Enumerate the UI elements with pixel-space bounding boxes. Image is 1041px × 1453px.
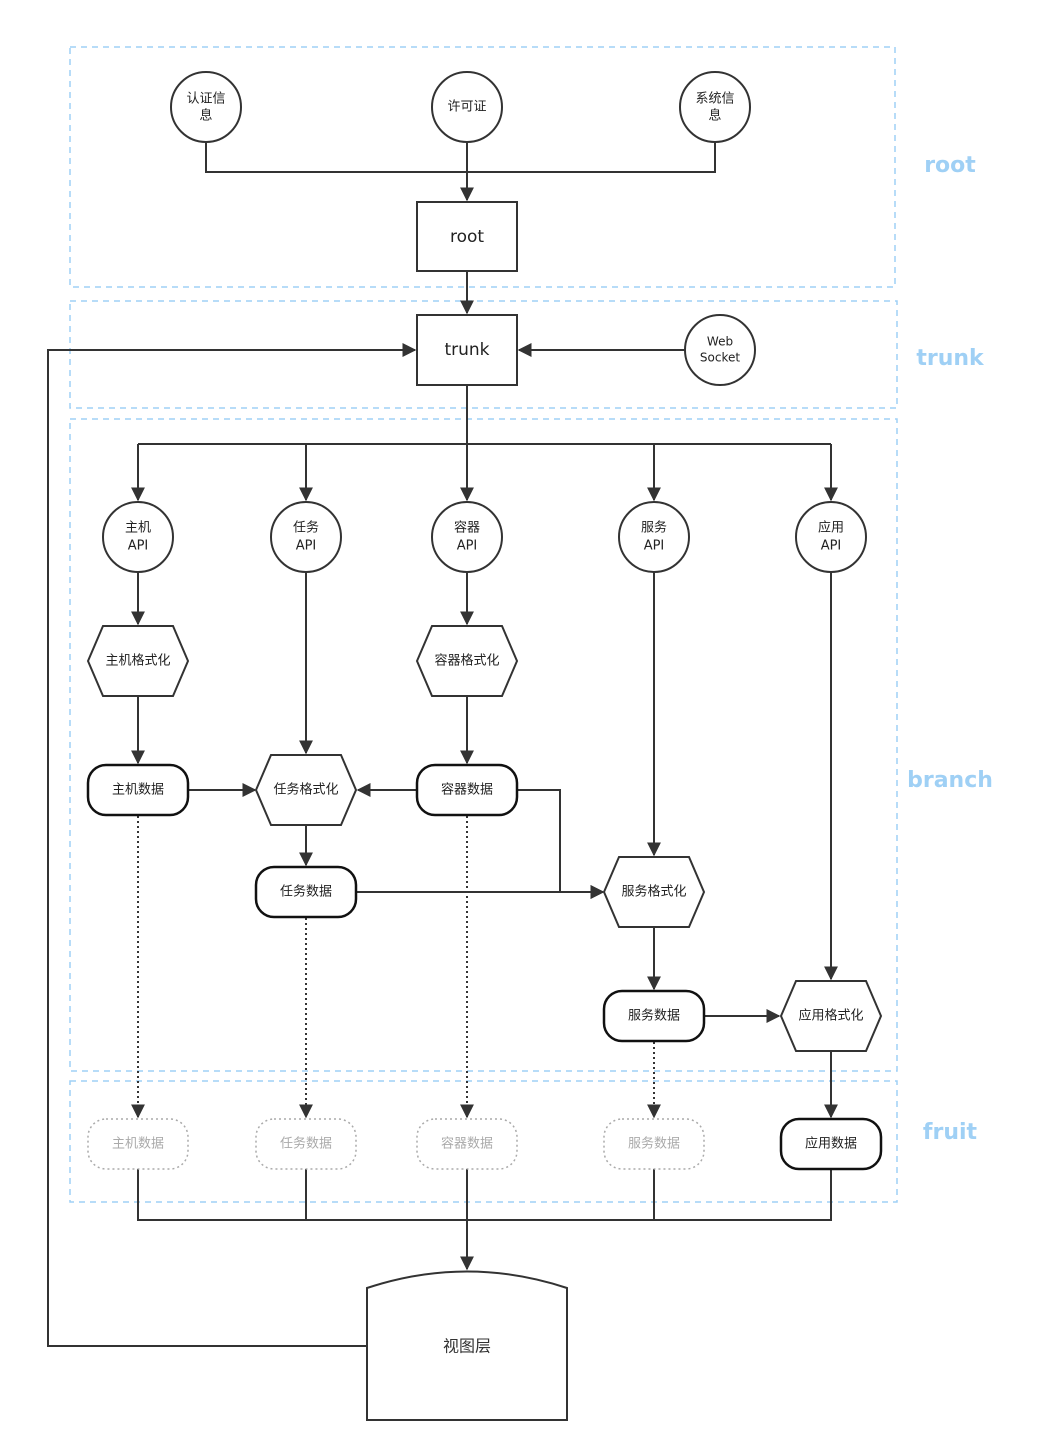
service-api-label-2: API <box>644 539 665 554</box>
trunk-label: trunk <box>444 340 489 360</box>
zone-branch-label: branch <box>907 768 993 793</box>
container-api-label-1: 容器 <box>454 520 480 536</box>
task-api-label-1: 任务 <box>293 520 319 536</box>
zone-trunk-label: trunk <box>916 346 985 371</box>
auth-info-label-1: 认证信 <box>186 92 225 107</box>
trunk-node: trunk <box>416 314 518 386</box>
container-formatter-node: 容器格式化 <box>415 625 519 697</box>
license-label: 许可证 <box>447 100 486 115</box>
container-formatter-label: 容器格式化 <box>434 653 499 669</box>
container-api-node: 容器 API <box>431 501 503 573</box>
app-api-label-2: API <box>821 539 842 554</box>
fruit-task-data-label: 任务数据 <box>280 1136 332 1152</box>
fruit-task-data-node: 任务数据 <box>255 1118 357 1170</box>
task-data-label: 任务数据 <box>280 884 332 900</box>
service-data-label: 服务数据 <box>628 1008 680 1024</box>
zone-fruit-label: fruit <box>923 1120 978 1145</box>
app-formatter-label: 应用格式化 <box>798 1008 863 1024</box>
zone-fruit: fruit <box>69 1080 978 1203</box>
service-data-node: 服务数据 <box>602 989 706 1043</box>
auth-info-label-2: 息 <box>199 108 212 124</box>
service-formatter-label: 服务格式化 <box>621 884 686 900</box>
fruit-container-data-label: 容器数据 <box>441 1136 493 1152</box>
zone-root-label: root <box>924 153 976 178</box>
view-layer-node: 视图层 <box>366 1270 568 1421</box>
fruit-host-data-node: 主机数据 <box>87 1118 189 1170</box>
view-layer-label: 视图层 <box>443 1337 491 1356</box>
task-api-label-2: API <box>296 539 317 554</box>
zone-trunk: trunk <box>69 300 985 409</box>
host-data-label: 主机数据 <box>112 783 164 798</box>
websocket-node: Web Socket <box>684 314 756 386</box>
license-node: 许可证 <box>431 71 503 143</box>
task-data-node: 任务数据 <box>254 865 358 919</box>
container-data-node: 容器数据 <box>415 763 519 817</box>
zone-root: root <box>69 46 976 288</box>
host-data-node: 主机数据 <box>86 763 190 817</box>
host-api-node: 主机 API <box>102 501 174 573</box>
fruit-service-data-node: 服务数据 <box>603 1118 705 1170</box>
system-info-node: 系统信 息 <box>679 71 751 143</box>
websocket-label-1: Web <box>707 335 733 349</box>
container-data-label: 容器数据 <box>441 782 493 798</box>
host-api-label-2: API <box>128 539 149 554</box>
zone-branch: branch <box>69 418 993 1072</box>
host-formatter-node: 主机格式化 <box>86 625 190 697</box>
system-info-label-2: 息 <box>708 108 721 124</box>
host-formatter-label: 主机格式化 <box>105 653 170 669</box>
container-api-label-2: API <box>457 539 478 554</box>
connectors <box>47 142 838 1347</box>
service-api-node: 服务 API <box>618 501 690 573</box>
fruit-service-data-label: 服务数据 <box>628 1136 680 1152</box>
service-api-label-1: 服务 <box>641 520 667 536</box>
auth-info-node: 认证信 息 <box>170 71 242 143</box>
fruit-app-data-label: 应用数据 <box>805 1136 857 1152</box>
root-label: root <box>450 227 484 247</box>
fruit-host-data-label: 主机数据 <box>112 1137 164 1152</box>
fruit-container-data-node: 容器数据 <box>416 1118 518 1170</box>
fruit-app-data-node: 应用数据 <box>779 1117 883 1171</box>
task-api-node: 任务 API <box>270 501 342 573</box>
system-info-label-1: 系统信 <box>695 92 734 107</box>
task-formatter-node: 任务格式化 <box>254 754 358 826</box>
host-api-label-1: 主机 <box>125 521 151 536</box>
app-formatter-node: 应用格式化 <box>779 980 883 1052</box>
task-formatter-label: 任务格式化 <box>273 782 338 798</box>
app-api-node: 应用 API <box>795 501 867 573</box>
app-api-label-1: 应用 <box>818 520 844 536</box>
websocket-label-2: Socket <box>700 351 740 365</box>
service-formatter-node: 服务格式化 <box>602 856 706 928</box>
root-node: root <box>416 201 518 272</box>
